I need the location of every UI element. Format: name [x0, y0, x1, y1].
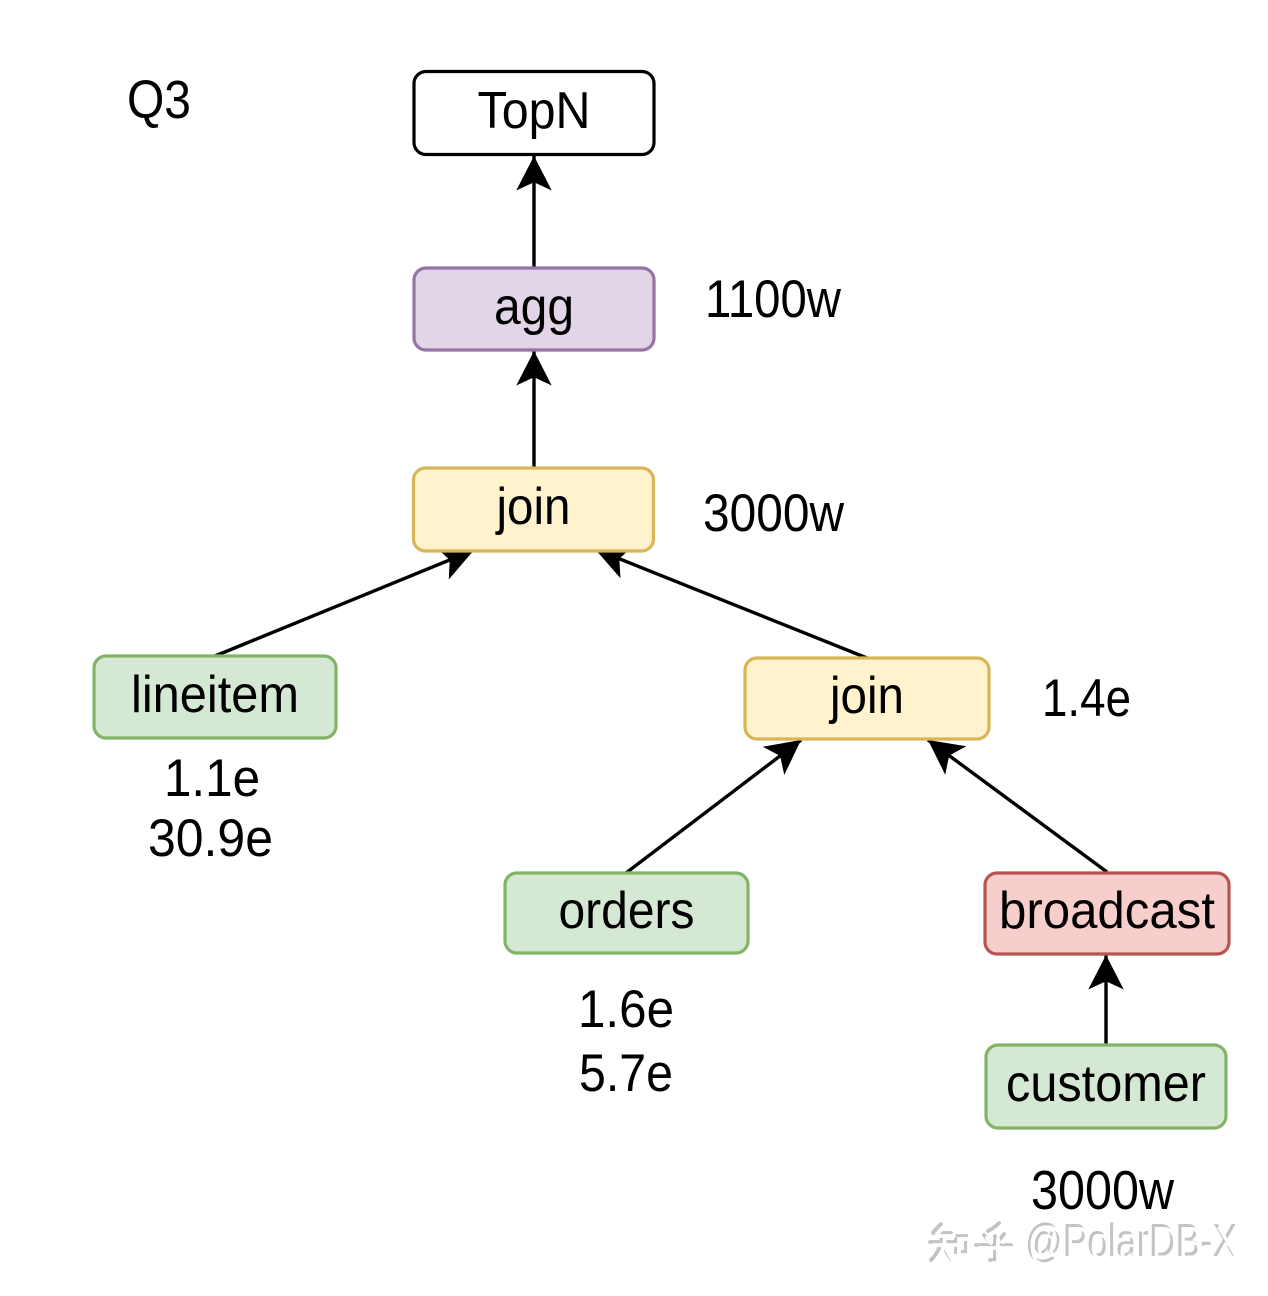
svg-text:1.6e: 1.6e — [578, 980, 674, 1039]
svg-text:1.4e: 1.4e — [1042, 669, 1131, 728]
svg-text:join: join — [495, 478, 571, 536]
svg-text:30.9e: 30.9e — [148, 809, 273, 868]
svg-text:customer: customer — [1006, 1055, 1206, 1113]
svg-text:orders: orders — [559, 882, 695, 940]
svg-text:agg: agg — [494, 278, 574, 336]
svg-text:broadcast: broadcast — [999, 882, 1216, 940]
svg-text:lineitem: lineitem — [131, 666, 299, 724]
svg-text:Q3: Q3 — [127, 70, 191, 130]
svg-text:join: join — [828, 667, 904, 725]
svg-text:1100w: 1100w — [705, 270, 842, 329]
svg-text:5.7e: 5.7e — [579, 1044, 673, 1103]
svg-text:TopN: TopN — [478, 82, 591, 140]
svg-text:3000w: 3000w — [1031, 1159, 1174, 1221]
svg-text:3000w: 3000w — [703, 484, 845, 543]
svg-text:1.1e: 1.1e — [164, 749, 260, 808]
